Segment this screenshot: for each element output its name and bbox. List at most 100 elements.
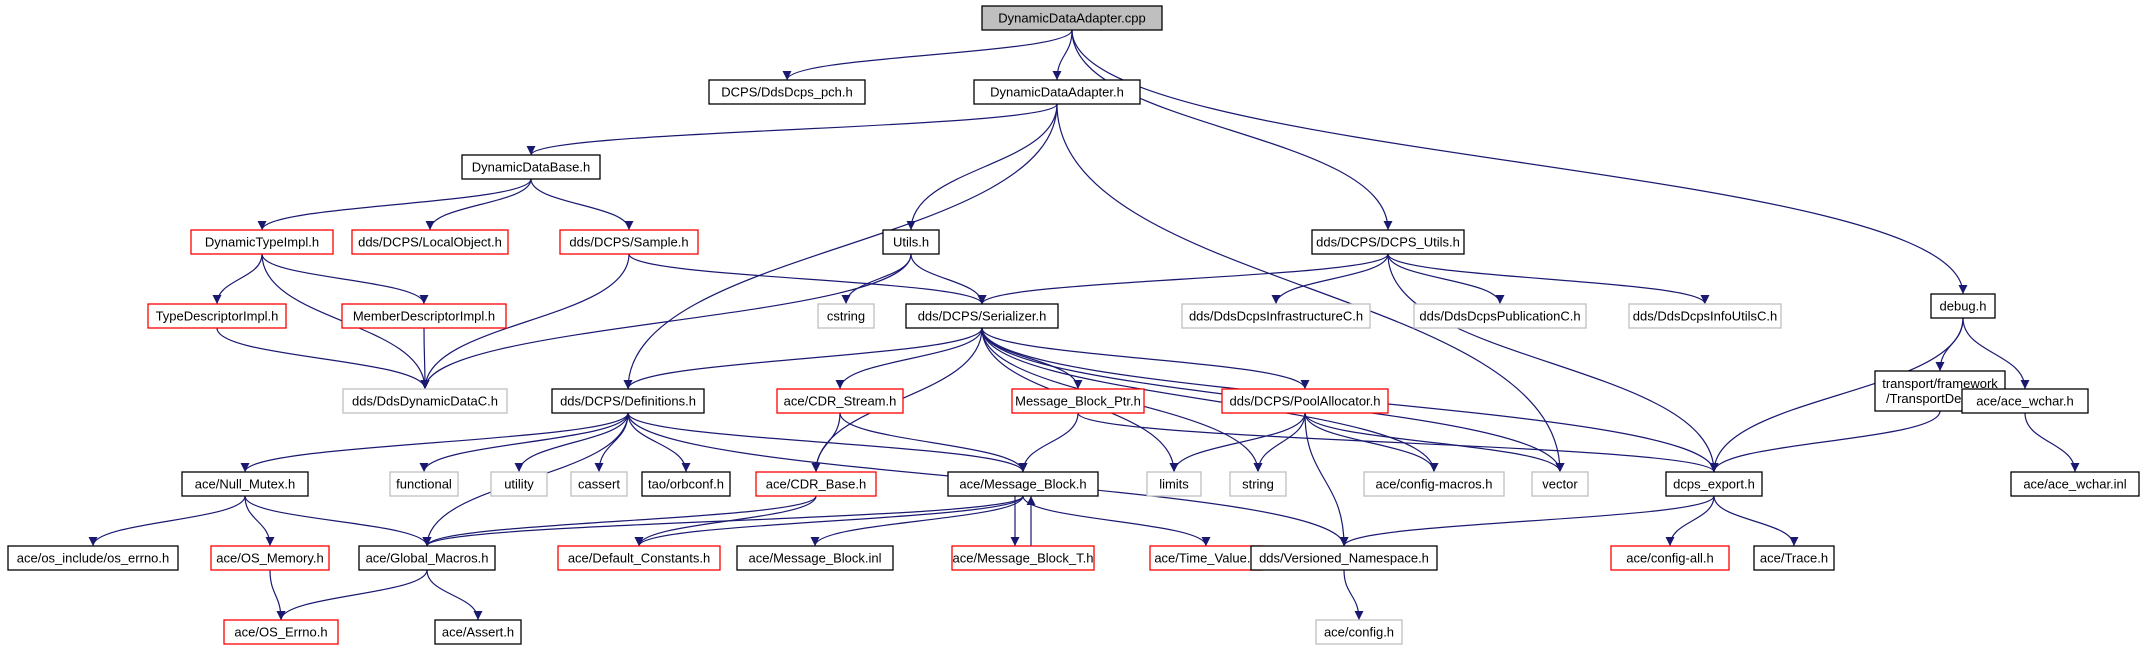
- node-box: [1315, 619, 1403, 645]
- node-label: ace/Message_Block.h: [959, 477, 1086, 492]
- node-debug[interactable]: debug.h: [1930, 293, 1996, 319]
- node-box: [1753, 545, 1835, 571]
- edge-mbptr-to-dcpsexport: [1077, 412, 1719, 473]
- node-vector: vector: [1531, 471, 1589, 497]
- node-osmemory[interactable]: ace/OS_Memory.h: [210, 545, 330, 571]
- edge-dcps_utils-to-infoutils: [1387, 253, 1710, 305]
- node-cdrbase[interactable]: ace/CDR_Base.h: [755, 471, 877, 497]
- node-label: ace/Message_Block_T.h: [953, 551, 1094, 566]
- node-box: [755, 471, 877, 497]
- node-tdi[interactable]: TypeDescriptorImpl.h: [147, 303, 287, 329]
- node-layer: DynamicDataAdapter.cppDCPS/DdsDcps_pch.h…: [7, 5, 2140, 645]
- node-label: dds/DdsDcpsInfrastructureC.h: [1189, 309, 1363, 324]
- node-trace[interactable]: ace/Trace.h: [1753, 545, 1835, 571]
- node-label: DCPS/DdsDcps_pch.h: [721, 85, 853, 100]
- node-box: [181, 471, 309, 497]
- node-globalmacros[interactable]: ace/Global_Macros.h: [358, 545, 496, 571]
- node-label: ace/CDR_Base.h: [766, 477, 866, 492]
- edge-serializer-to-defs: [623, 327, 983, 390]
- edge-msgblock-to-globalmacros: [422, 495, 1024, 547]
- edge-ddb-to-dti: [257, 178, 532, 231]
- edge-dcps_utils-to-pub: [1387, 253, 1505, 305]
- node-poolalloc[interactable]: dds/DCPS/PoolAllocator.h: [1221, 388, 1389, 414]
- node-box: [2010, 471, 2140, 497]
- node-root[interactable]: DynamicDataAdapter.cpp: [981, 5, 1163, 31]
- node-configall[interactable]: ace/config-all.h: [1610, 545, 1730, 571]
- node-utils[interactable]: Utils.h: [882, 229, 940, 255]
- node-box: [708, 79, 866, 105]
- node-dda_h[interactable]: DynamicDataAdapter.h: [973, 79, 1141, 105]
- node-box: [461, 154, 601, 180]
- edge-root-to-dcps_utils: [1071, 29, 1393, 231]
- node-box: [1610, 545, 1730, 571]
- node-box: [1250, 545, 1438, 571]
- node-box: [341, 303, 507, 329]
- node-box: [1181, 303, 1371, 329]
- edge-nullmutex-to-oserrno_inc: [88, 495, 246, 547]
- edge-defs-to-nullmutex: [240, 412, 629, 473]
- node-versioned[interactable]: dds/Versioned_Namespace.h: [1250, 545, 1438, 571]
- node-label: dds/DCPS/PoolAllocator.h: [1229, 394, 1380, 409]
- node-label: dds/DCPS/DCPS_Utils.h: [1316, 235, 1460, 250]
- node-sample[interactable]: dds/DCPS/Sample.h: [559, 229, 699, 255]
- node-label: ace/OS_Errno.h: [234, 625, 327, 640]
- edge-ddb-to-localobj: [425, 178, 532, 231]
- node-label: Message_Block_Ptr.h: [1015, 394, 1141, 409]
- node-label: debug.h: [1940, 299, 1987, 314]
- node-pch[interactable]: DCPS/DdsDcps_pch.h: [708, 79, 866, 105]
- edge-utils-to-ddync: [420, 253, 912, 390]
- node-label: ace/Message_Block.inl: [749, 551, 882, 566]
- node-mbt[interactable]: ace/Message_Block_T.h: [951, 545, 1095, 571]
- node-msgblock[interactable]: ace/Message_Block.h: [947, 471, 1099, 497]
- edge-layer: [88, 29, 2080, 621]
- node-box: [210, 545, 330, 571]
- node-defs[interactable]: dds/DCPS/Definitions.h: [551, 388, 705, 414]
- node-mdi[interactable]: MemberDescriptorImpl.h: [341, 303, 507, 329]
- node-acewcharinl[interactable]: ace/ace_wchar.inl: [2010, 471, 2140, 497]
- edge-globalmacros-to-oserrno: [276, 569, 428, 621]
- node-cdrstream[interactable]: ace/CDR_Stream.h: [776, 388, 904, 414]
- node-label: dds/DdsDynamicDataC.h: [352, 394, 498, 409]
- edge-globalmacros-to-assert: [426, 569, 483, 621]
- edge-dcps_utils-to-dcpsexport: [1387, 253, 1719, 473]
- node-label: DynamicTypeImpl.h: [205, 235, 319, 250]
- node-label: ace/Time_Value.h: [1154, 551, 1257, 566]
- node-mbinl[interactable]: ace/Message_Block.inl: [736, 545, 894, 571]
- node-dcps_utils[interactable]: dds/DCPS/DCPS_Utils.h: [1311, 229, 1465, 255]
- edge-msgblock-to-mbinl: [810, 495, 1024, 547]
- edge-serializer-to-cfgmacros: [981, 327, 1439, 473]
- node-mbptr[interactable]: Message_Block_Ptr.h: [1011, 388, 1145, 414]
- node-oserrno_inc[interactable]: ace/os_include/os_errno.h: [7, 545, 179, 571]
- edge-tdebug-to-dcpsexport: [1709, 410, 1941, 473]
- edge-osmemory-to-oserrno: [269, 569, 286, 621]
- node-label: ace/Trace.h: [1760, 551, 1828, 566]
- node-box: [570, 471, 628, 497]
- node-acewchar[interactable]: ace/ace_wchar.h: [1961, 388, 2089, 414]
- node-box: [1011, 388, 1145, 414]
- node-label: ace/ace_wchar.inl: [2023, 477, 2126, 492]
- node-nullmutex[interactable]: ace/Null_Mutex.h: [181, 471, 309, 497]
- node-label: dds/DdsDcpsPublicationC.h: [1419, 309, 1580, 324]
- node-orbconf[interactable]: tao/orbconf.h: [641, 471, 731, 497]
- node-ddb[interactable]: DynamicDataBase.h: [461, 154, 601, 180]
- node-defconst[interactable]: ace/Default_Constants.h: [557, 545, 721, 571]
- node-box: [817, 303, 875, 329]
- node-serializer[interactable]: dds/DCPS/Serializer.h: [905, 303, 1059, 329]
- node-timevalue[interactable]: ace/Time_Value.h: [1149, 545, 1263, 571]
- edge-msgblock-to-timevalue: [1022, 495, 1211, 547]
- node-dcpsexport[interactable]: dcps_export.h: [1665, 471, 1763, 497]
- node-dti[interactable]: DynamicTypeImpl.h: [190, 229, 334, 255]
- node-box: [1146, 471, 1202, 497]
- node-box: [1311, 229, 1465, 255]
- node-label: functional: [396, 477, 452, 492]
- edge-root-to-dda_h: [1052, 29, 1073, 81]
- node-box: [951, 545, 1095, 571]
- edge-poolalloc-to-vector: [1304, 412, 1565, 473]
- edge-serializer-to-cdrstream: [835, 327, 983, 390]
- node-localobj[interactable]: dds/DCPS/LocalObject.h: [351, 229, 509, 255]
- edge-root-to-debug: [1071, 29, 1968, 295]
- node-oserrno[interactable]: ace/OS_Errno.h: [223, 619, 339, 645]
- node-label: tao/orbconf.h: [648, 477, 724, 492]
- node-assert[interactable]: ace/Assert.h: [434, 619, 522, 645]
- node-limits: limits: [1146, 471, 1202, 497]
